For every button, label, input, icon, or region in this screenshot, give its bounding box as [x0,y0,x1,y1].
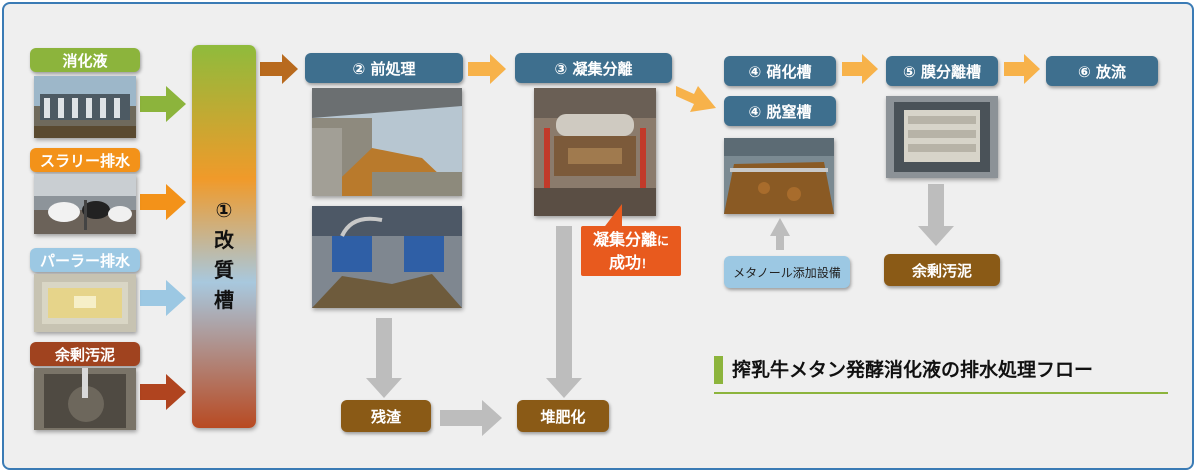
conditioning-tank: ① 改 質 槽 [192,45,256,428]
callout-small-2: ！ [641,257,654,271]
arrow-tank-pretreat [260,54,298,84]
output-methanol-equipment: メタノール添加設備 [724,256,850,288]
callout-main-1: 凝集分離 [592,230,657,249]
arrow-coag-compost [546,226,582,398]
arrow-slurry [140,184,186,220]
photo-coagulation-machine [534,88,656,216]
arrow-membrane-discharge [1004,54,1040,84]
step-coagulation: ③ 凝集分離 [515,53,672,83]
success-callout: 凝集分離に 成功！ [581,226,681,276]
arrow-pretreat-residue [366,318,402,398]
input-label-parlor: パーラー排水 [30,248,140,272]
output-residue: 残渣 [341,400,431,432]
output-excess-sludge: 余剰汚泥 [884,254,1000,286]
arrow-sludge [140,374,186,410]
photo-slurry-barn [34,174,136,234]
photo-pretreatment-separator [312,206,462,308]
input-label-digestate: 消化液 [30,48,140,72]
tank-label-number: ① [215,198,233,222]
arrow-residue-compost [440,400,502,436]
diagram-title: 搾乳牛メタン発酵消化液の排水処理フロー [714,352,1168,394]
photo-pretreatment-shed [312,88,462,196]
title-text: 搾乳牛メタン発酵消化液の排水処理フロー [732,359,1094,381]
callout-main-2: 成功 [608,253,641,272]
arrow-pretreat-coag [468,54,506,84]
input-label-sludge: 余剰汚泥 [30,342,140,366]
arrow-membrane-sludge [918,184,954,246]
tank-label-char-3: 槽 [214,288,234,312]
tank-label-char-1: 改 [214,228,234,252]
callout-pointer [602,204,622,230]
arrow-digestate [140,86,186,122]
photo-nitrification-tank [724,138,834,214]
photo-parlor-tank [34,274,136,332]
conditioning-tank-label: ① 改 質 槽 [192,195,256,315]
arrow-nitri-membrane [842,54,878,84]
arrow-methanol-denitri [770,218,790,250]
callout-small-1: に [657,234,670,248]
arrow-coag-nitri [676,86,716,112]
photo-digestate-facility [34,76,136,138]
photo-membrane-tank [886,96,998,178]
input-label-slurry: スラリー排水 [30,148,140,172]
step-pretreatment: ② 前処理 [305,53,463,83]
step-denitrification: ④ 脱窒槽 [724,96,836,126]
step-nitrification: ④ 硝化槽 [724,56,836,86]
arrow-parlor [140,280,186,316]
tank-label-char-2: 質 [214,258,234,282]
callout-line-1: 凝集分離に [581,229,681,252]
step-membrane: ⑤ 膜分離槽 [886,56,998,86]
step-discharge: ⑥ 放流 [1046,56,1158,86]
title-accent-bar [714,356,723,384]
output-compost: 堆肥化 [517,400,609,432]
callout-line-2: 成功！ [581,252,681,275]
photo-sludge-tank [34,368,136,430]
